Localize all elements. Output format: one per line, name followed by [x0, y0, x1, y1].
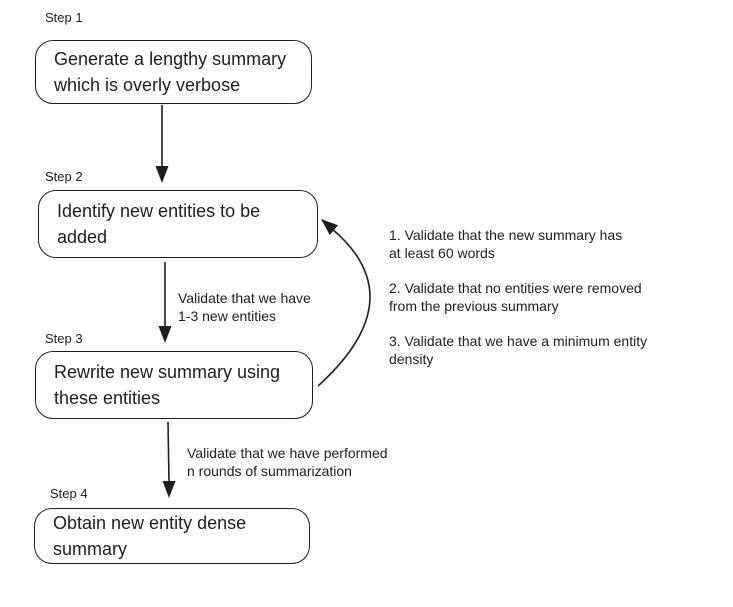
step1-box: Generate a lengthy summary which is over… — [35, 40, 312, 104]
step1-label: Step 1 — [45, 10, 83, 25]
loop-validation-list: 1. Validate that the new summary has at … — [389, 226, 709, 385]
arrow-step2-to-step3 — [158, 262, 172, 343]
step4-label: Step 4 — [50, 486, 88, 501]
step3-label: Step 3 — [45, 331, 83, 346]
step1-text: Generate a lengthy summary which is over… — [54, 49, 287, 95]
loop-validation-item-3: 3. Validate that we have a minimum entit… — [389, 333, 648, 367]
loop-validation-item-1: 1. Validate that the new summary has at … — [389, 227, 623, 261]
arrow-step3-to-step4 — [162, 421, 176, 498]
step3-text: Rewrite new summary using these entities — [54, 362, 281, 408]
step2-box: Identify new entities to be added — [38, 190, 318, 258]
step4-box: Obtain new entity dense summary — [34, 508, 310, 564]
step3-box: Rewrite new summary using these entities — [35, 351, 313, 419]
arrow-label-step3-step4: Validate that we have performed n rounds… — [187, 445, 388, 479]
step4-text: Obtain new entity dense summary — [53, 513, 247, 559]
arrow-label-step2-step3: Validate that we have 1-3 new entities — [178, 290, 311, 324]
loop-arrow-step3-to-step2 — [317, 219, 371, 387]
arrow-step1-to-step2 — [155, 105, 169, 183]
loop-validation-item-2: 2. Validate that no entities were remove… — [389, 280, 642, 314]
step2-text: Identify new entities to be added — [57, 201, 261, 247]
step2-label: Step 2 — [45, 169, 83, 184]
